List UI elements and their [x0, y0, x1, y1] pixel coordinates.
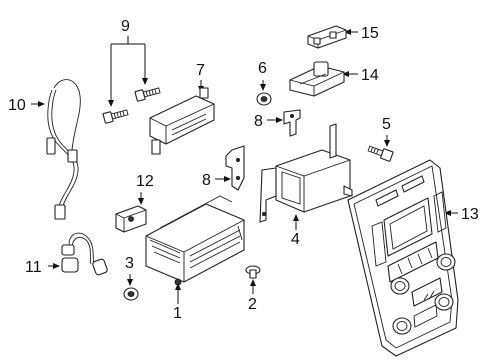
- callout-3: 3: [125, 255, 134, 272]
- cable-connector-part: [61, 232, 108, 276]
- antenna-cable-part: [46, 79, 81, 220]
- callout-12: 12: [136, 173, 154, 190]
- screw-parts: [102, 87, 161, 124]
- display-module-part: [259, 123, 353, 223]
- callout-7: 7: [196, 62, 205, 79]
- callout-6: 6: [258, 60, 267, 77]
- callout-8-lower: 8: [202, 172, 211, 189]
- callout-5: 5: [382, 116, 391, 133]
- callout-15: 15: [361, 25, 379, 42]
- callout-2: 2: [248, 296, 257, 313]
- callout-10: 10: [8, 97, 26, 114]
- grommet-part-lower: [123, 287, 139, 301]
- callout-14: 14: [361, 67, 379, 84]
- bracket-part-upper: [283, 109, 301, 137]
- bolt-part: [367, 145, 394, 162]
- push-pin-part: [245, 265, 261, 279]
- module-part: [149, 87, 215, 155]
- bezel-panel-part: [347, 159, 459, 357]
- callout-11: 11: [25, 259, 42, 276]
- callout-9: 9: [121, 18, 130, 35]
- callout-4: 4: [291, 231, 300, 248]
- grommet-part-upper: [256, 92, 272, 106]
- callout-1: 1: [173, 305, 182, 322]
- switch-part: [289, 61, 345, 97]
- callout-8-upper: 8: [254, 113, 263, 130]
- callout-13: 13: [461, 206, 479, 223]
- clip-part: [307, 25, 347, 49]
- radio-receiver-part: [145, 195, 245, 286]
- small-bracket-part: [115, 205, 147, 233]
- bracket-part-lower: [225, 145, 245, 191]
